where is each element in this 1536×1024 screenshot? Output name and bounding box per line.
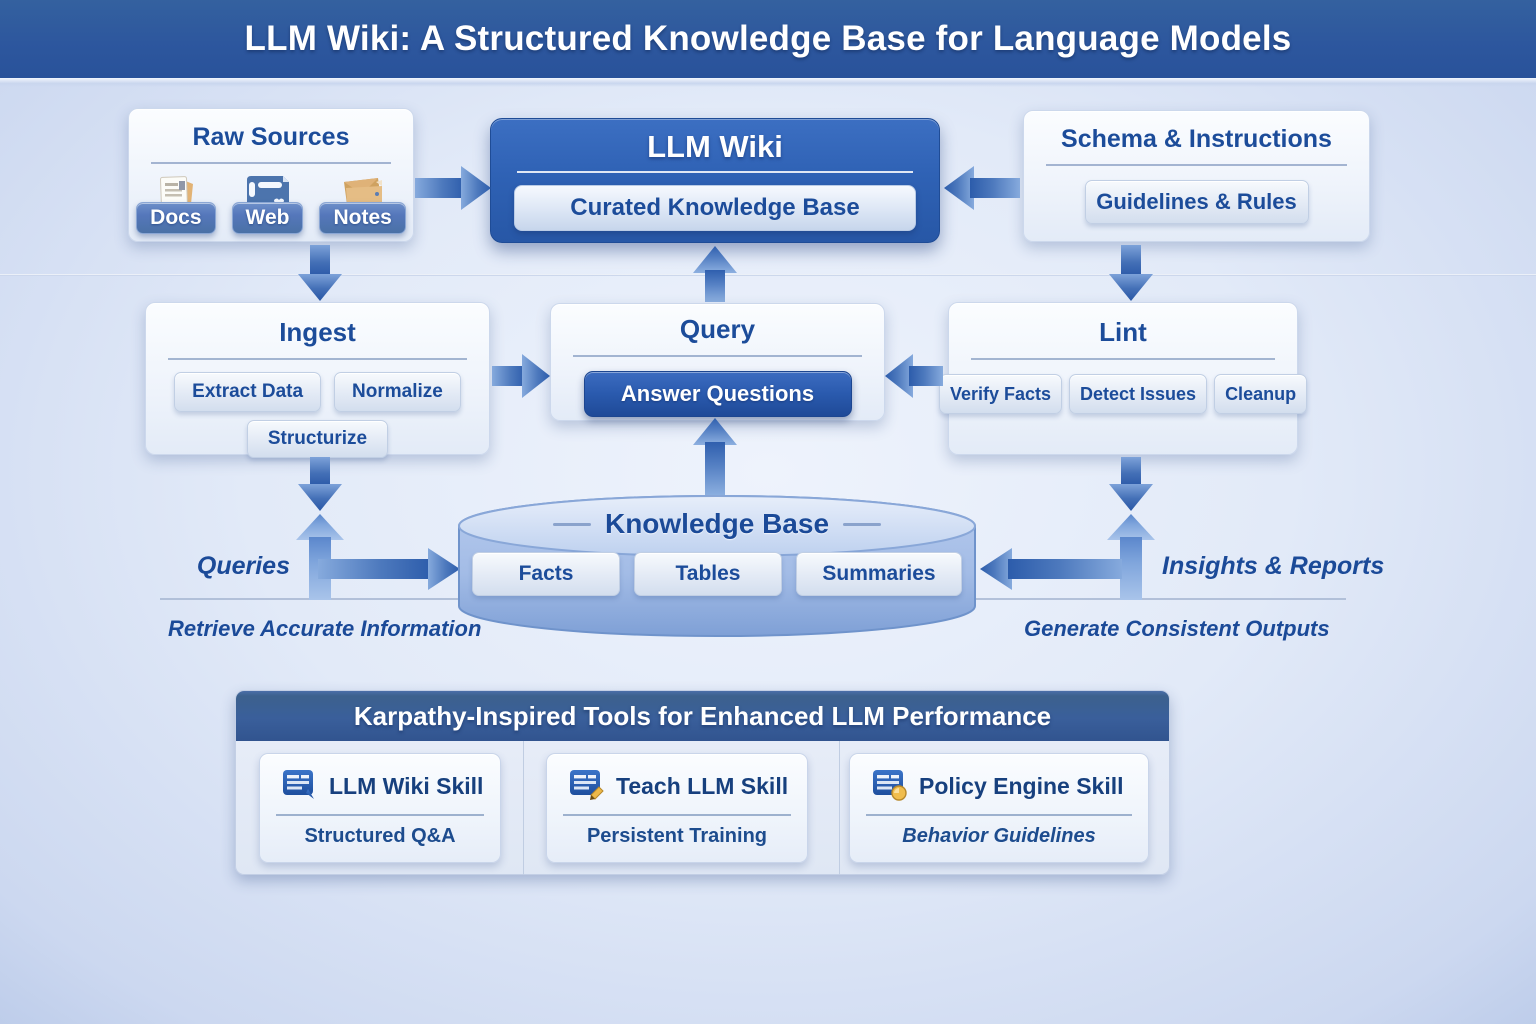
- policy-skill-icon: [870, 767, 908, 806]
- source-notes: Notes: [319, 174, 406, 234]
- policy-engine-skill-title: Policy Engine Skill: [919, 773, 1124, 799]
- arrow-lint-down: [1109, 457, 1153, 511]
- insights-caption: Generate Consistent Outputs: [1024, 616, 1330, 641]
- kb-chip-tables: Tables: [634, 552, 782, 596]
- raw-sources-title: Raw Sources: [192, 123, 350, 151]
- kb-dash-left: [552, 522, 591, 526]
- arrow-schema-to-lint: [1109, 245, 1153, 301]
- query-title: Query: [679, 314, 756, 344]
- ingest-title: Ingest: [279, 317, 356, 347]
- header-banner: LLM Wiki: A Structured Knowledge Base fo…: [0, 0, 1536, 78]
- policy-engine-skill-card: Policy Engine Skill Behavior Guidelines: [849, 753, 1149, 863]
- raw-sources-card: Raw Sources Docs: [128, 108, 414, 242]
- arrow-query-to-llmwiki: [693, 246, 737, 302]
- raw-sources-items: Docs Web: [129, 174, 413, 234]
- kb-dash-right: [843, 522, 882, 526]
- insights-reports-label: Insights & Reports: [1162, 552, 1385, 580]
- tools-divider-2: [839, 741, 840, 875]
- teach-llm-skill-divider: [563, 814, 791, 816]
- teach-skill-icon: [567, 767, 605, 806]
- policy-engine-skill-divider: [866, 814, 1132, 816]
- lint-chip-verify-facts: Verify Facts: [938, 374, 1062, 414]
- teach-llm-skill-title: Teach LLM Skill: [616, 773, 789, 799]
- arrow-lint-to-query: [885, 354, 943, 398]
- source-web: Web: [231, 174, 304, 234]
- source-docs: Docs: [136, 174, 216, 234]
- arrow-schema-to-llmwiki: [944, 166, 1020, 210]
- docs-icon: [153, 174, 199, 216]
- curated-knowledge-base-pill: Curated Knowledge Base: [514, 185, 916, 231]
- ingest-chip-normalize: Normalize: [334, 372, 461, 412]
- queries-caption: Retrieve Accurate Information: [168, 616, 482, 641]
- kb-chip-summaries: Summaries: [796, 552, 962, 596]
- ingest-divider: [168, 358, 467, 360]
- llm-wiki-box: LLM Wiki Curated Knowledge Base: [490, 118, 940, 243]
- wiki-skill-icon: [280, 767, 318, 806]
- lint-chip-detect-issues: Detect Issues: [1069, 374, 1208, 414]
- arrow-insights-up: [1107, 514, 1155, 600]
- knowledge-base-title-row: Knowledge Base: [455, 508, 979, 540]
- queries-label: Queries: [196, 552, 290, 580]
- llm-wiki-skill-divider: [276, 814, 484, 816]
- llm-wiki-skill-subtitle: Structured Q&A: [304, 825, 456, 847]
- answer-questions-button: Answer Questions: [583, 371, 852, 417]
- llm-wiki-divider: [517, 171, 913, 173]
- header-highlight-strip: [0, 78, 1536, 87]
- tools-section: Karpathy-Inspired Tools for Enhanced LLM…: [235, 690, 1170, 875]
- llm-wiki-skill-card: LLM Wiki Skill Structured Q&A: [259, 753, 501, 863]
- page-title: LLM Wiki: A Structured Knowledge Base fo…: [245, 19, 1292, 59]
- ingest-chip-structurize: Structurize: [246, 420, 389, 458]
- ingest-card: Ingest Extract Data Normalize Structuriz…: [145, 302, 490, 458]
- knowledge-base-chips: Facts Tables Summaries: [470, 552, 964, 596]
- schema-divider: [1046, 164, 1347, 166]
- tools-divider-1: [523, 741, 524, 875]
- schema-title: Schema & Instructions: [1061, 125, 1332, 153]
- source-docs-label: Docs: [136, 202, 216, 234]
- source-web-label: Web: [231, 202, 304, 234]
- lint-card: Lint Verify Facts Detect Issues Cleanup: [938, 302, 1308, 455]
- page-title-rest: A Structured Knowledge Base for Language…: [411, 19, 1292, 58]
- lint-divider: [971, 358, 1275, 360]
- tools-section-title: Karpathy-Inspired Tools for Enhanced LLM…: [236, 691, 1169, 741]
- arrow-ingest-down: [298, 457, 342, 511]
- background-separator-line: [0, 274, 1536, 276]
- arrow-insights-to-knowledgebase: [980, 548, 1122, 590]
- raw-sources-divider: [151, 162, 391, 164]
- lint-chip-cleanup: Cleanup: [1214, 374, 1308, 414]
- query-card: Query Answer Questions: [550, 303, 885, 421]
- arrow-ingest-to-query: [492, 354, 550, 398]
- teach-llm-skill-subtitle: Persistent Training: [586, 825, 768, 847]
- llm-wiki-skill-title: LLM Wiki Skill: [329, 773, 484, 799]
- lint-title: Lint: [1099, 317, 1147, 347]
- arrow-knowledgebase-to-query: [693, 418, 737, 496]
- arrow-rawsources-to-llmwiki: [415, 166, 491, 210]
- kb-chip-facts: Facts: [472, 552, 620, 596]
- page-title-strong: LLM Wiki:: [244, 19, 412, 58]
- ingest-chip-extract-data: Extract Data: [174, 372, 322, 412]
- teach-llm-skill-card: Teach LLM Skill Persistent Training: [546, 753, 808, 863]
- schema-instructions-card: Schema & Instructions Guidelines & Rules: [1023, 110, 1370, 242]
- llm-wiki-title: LLM Wiki: [647, 129, 783, 164]
- policy-engine-skill-subtitle: Behavior Guidelines: [902, 825, 1096, 847]
- arrow-queries-to-knowledgebase: [318, 548, 460, 590]
- guidelines-rules-chip: Guidelines & Rules: [1084, 180, 1309, 224]
- arrow-rawsources-to-ingest: [298, 245, 342, 301]
- knowledge-base-title: Knowledge Base: [604, 508, 830, 539]
- tools-body: LLM Wiki Skill Structured Q&A: [236, 741, 1169, 875]
- query-divider: [573, 355, 862, 357]
- source-notes-label: Notes: [319, 202, 406, 234]
